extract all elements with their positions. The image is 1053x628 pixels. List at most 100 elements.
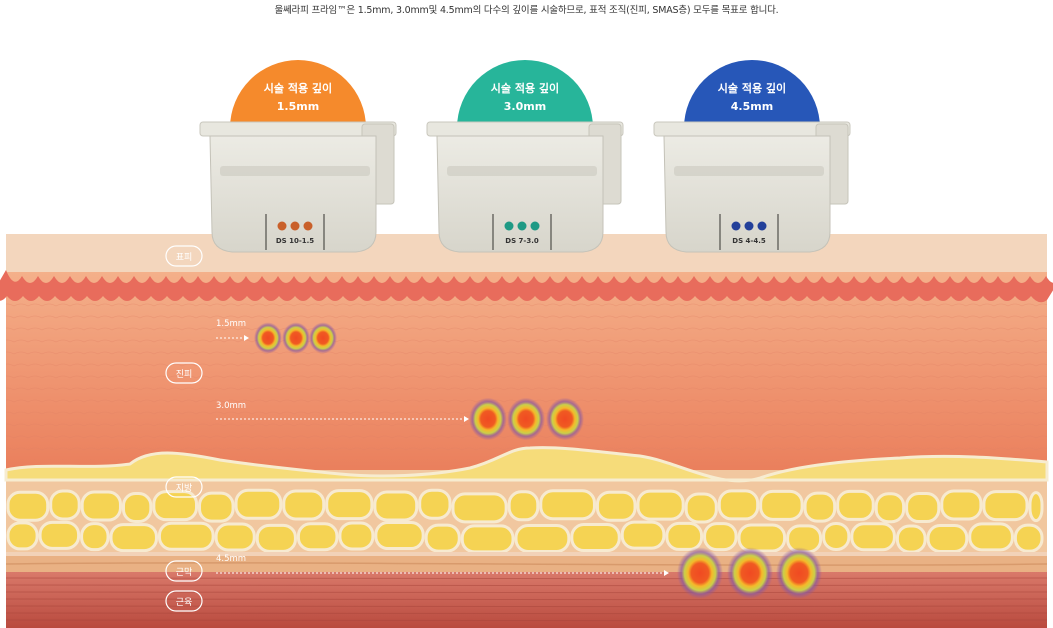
depth-arrow-label: 3.0mm	[216, 401, 246, 411]
fat-cell	[759, 489, 804, 521]
indicator-dot	[303, 221, 313, 231]
caption-text: 울쎄라피 프라임™은 1.5mm, 3.0mm및 4.5mm의 다수의 깊이를 …	[274, 5, 779, 16]
dermis-papillae	[0, 270, 1053, 303]
fat-cell	[570, 523, 621, 553]
fat-cell	[121, 492, 153, 524]
depth-dome	[230, 60, 366, 128]
indicator-dot	[290, 221, 300, 231]
fat-cell	[507, 490, 540, 522]
fat-cell	[49, 489, 81, 521]
fat-cell	[905, 492, 941, 524]
layer-label-1: 표피	[165, 245, 203, 267]
depth-title: 시술 적용 깊이	[718, 81, 786, 95]
fat-cell	[1028, 491, 1044, 523]
depth-dome	[684, 60, 820, 128]
indicator-dot	[744, 221, 754, 231]
fat-cell	[836, 489, 875, 521]
fat-cell	[373, 490, 419, 522]
fat-cell	[982, 490, 1029, 522]
fat-cell	[460, 524, 515, 554]
focal-spot	[677, 547, 723, 599]
layer-label-3: 지방	[165, 476, 203, 498]
indicator-dot	[517, 221, 527, 231]
fat-cell	[80, 490, 122, 522]
depth-arrow-1.5mm: 1.5mm	[216, 319, 337, 354]
fat-cell	[418, 488, 452, 520]
fat-cell	[803, 491, 837, 523]
fat-cell	[255, 523, 297, 553]
fat-cell	[338, 521, 375, 551]
focal-spot	[776, 547, 822, 599]
fat-cell	[717, 489, 760, 521]
fat-cell	[6, 490, 50, 522]
fat-cells	[6, 488, 1047, 558]
focal-spot	[507, 397, 545, 441]
fat-cell	[940, 489, 983, 521]
transducer-code: DS 7-3.0	[505, 237, 539, 245]
fat-cell	[850, 522, 896, 552]
fat-cell	[109, 523, 158, 553]
indicator-dot	[731, 221, 741, 231]
transducer-body	[436, 135, 604, 253]
fat-cell	[539, 489, 596, 521]
focal-spot	[309, 322, 337, 354]
layer-label-2: 진피	[165, 362, 203, 384]
fat-cell	[296, 522, 339, 552]
fat-cell	[895, 524, 927, 554]
fat-cell	[214, 522, 256, 552]
fat-cell	[636, 489, 685, 521]
svg-text:근육: 근육	[176, 597, 193, 608]
fat-cell	[6, 521, 39, 551]
fat-cell	[198, 491, 235, 523]
fat-cell	[874, 492, 906, 524]
focal-spot	[254, 322, 282, 354]
fat-cell	[620, 520, 666, 550]
depth-value: 1.5mm	[277, 100, 319, 113]
fat-cell	[152, 490, 199, 522]
fat-cell	[822, 521, 851, 551]
indicator-dot	[757, 221, 767, 231]
layer-label-5: 근육	[165, 590, 203, 612]
svg-text:근막: 근막	[176, 567, 193, 578]
fat-cell	[38, 520, 81, 550]
depth-value: 3.0mm	[504, 100, 546, 113]
fat-cell	[665, 521, 704, 551]
fat-cell	[703, 522, 738, 552]
fat-cell	[424, 523, 461, 553]
depth-arrow-label: 1.5mm	[216, 319, 246, 329]
depth-arrow-label: 4.5mm	[216, 554, 246, 564]
fat-cell	[1013, 523, 1044, 553]
depth-arrow-3.0mm: 3.0mm	[216, 397, 584, 441]
fat-cell	[451, 492, 508, 524]
depth-value: 4.5mm	[731, 100, 773, 113]
fat-cell	[684, 492, 718, 524]
fat-cell	[80, 522, 110, 552]
fat-cell	[282, 489, 326, 521]
indicator-dot	[504, 221, 514, 231]
fat-cell	[325, 489, 374, 521]
svg-text:표피: 표피	[176, 252, 193, 263]
svg-text:지방: 지방	[176, 483, 193, 494]
focal-spot	[469, 397, 507, 441]
transducer-code: DS 10-1.5	[276, 237, 314, 245]
fat-cell	[157, 521, 215, 551]
fat-cell	[374, 521, 425, 551]
transducer-body	[663, 135, 831, 253]
svg-text:진피: 진피	[176, 369, 193, 380]
depth-arrow-4.5mm: 4.5mm	[216, 547, 822, 599]
fat-cell	[234, 488, 283, 520]
focal-spot	[546, 397, 584, 441]
transducer-body	[209, 135, 377, 253]
indicator-dot	[530, 221, 540, 231]
focal-spot	[282, 322, 310, 354]
focal-spot	[727, 547, 773, 599]
transducer-4.5mm: 시술 적용 깊이 4.5mm DS 4-4.5	[653, 60, 851, 253]
fat-cell	[514, 523, 571, 553]
fat-cell	[926, 523, 969, 553]
fat-cell	[968, 522, 1014, 552]
transducer-code: DS 4-4.5	[732, 237, 766, 245]
